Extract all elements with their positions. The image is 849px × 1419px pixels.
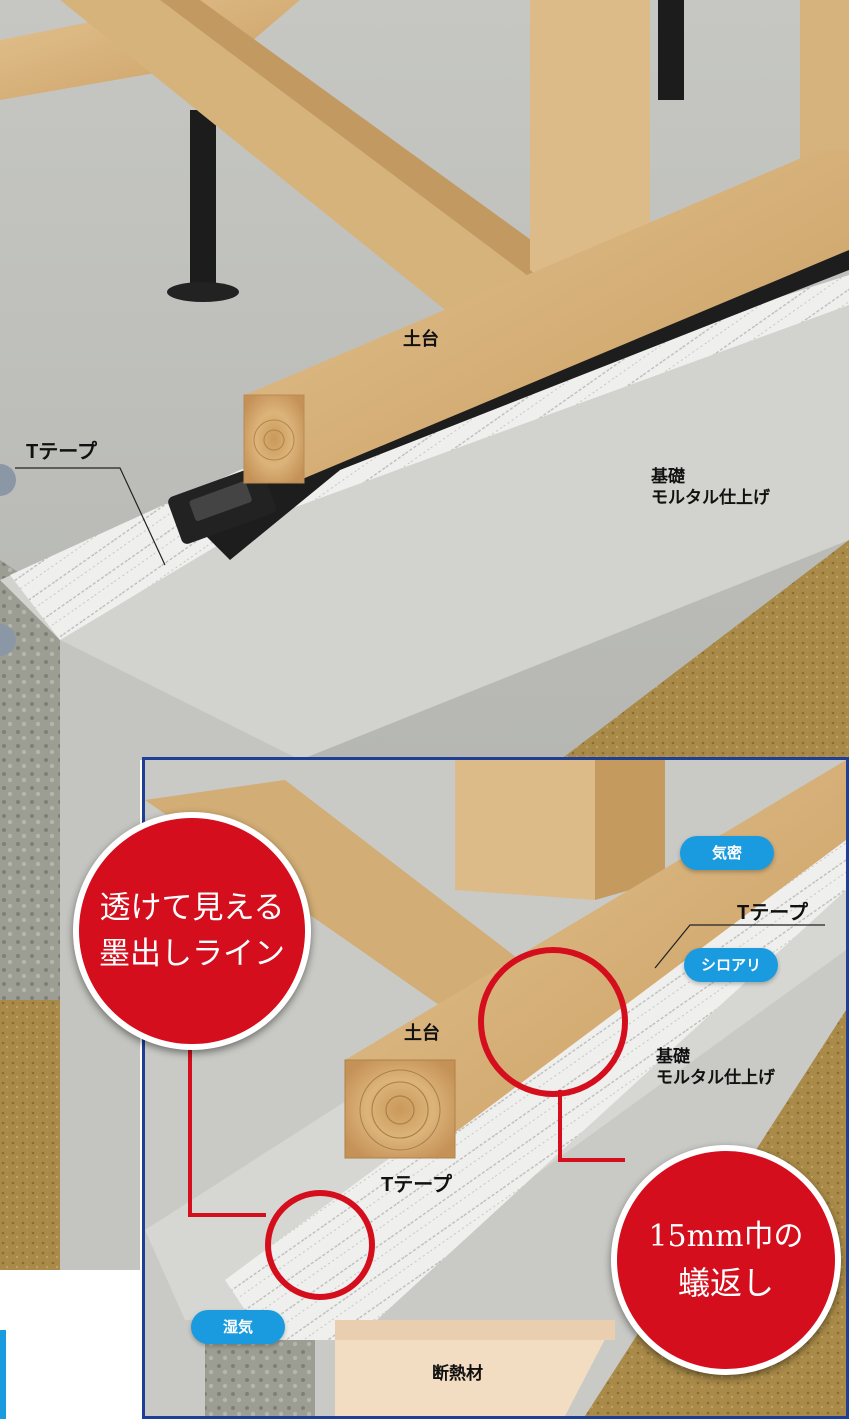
top-label-kiso-1: 基礎: [651, 467, 685, 486]
callout-left-line1: 透けて見える: [99, 890, 285, 926]
inset-label-dannetsu: 断熱材: [432, 1364, 483, 1383]
top-label-dodai: 土台: [403, 329, 439, 349]
inset-label-kiso-2: モルタル仕上げ: [656, 1068, 775, 1087]
callout-arigaeshi: 15mm巾の 蟻返し: [611, 1145, 841, 1375]
inset-label-dodai: 土台: [404, 1023, 440, 1043]
callout-left-line2: 墨出しライン: [99, 936, 285, 972]
callout-right-line1: 15mm巾の: [648, 1219, 804, 1254]
callout-sumidashi-line: 透けて見える 墨出しライン: [73, 812, 311, 1050]
bottom-left-card: [0, 1275, 145, 1419]
badge-shikki: 湿気: [191, 1310, 285, 1344]
badge-shiroari: シロアリ: [684, 948, 778, 982]
callout-right-line2: 蟻返し: [677, 1264, 774, 1302]
top-label-t-tape: Tテープ: [26, 441, 98, 463]
bottom-left-card-accent: [0, 1330, 6, 1419]
inset-label-kiso-1: 基礎: [656, 1047, 690, 1066]
top-label-kiso-2: モルタル仕上げ: [651, 488, 770, 507]
inset-label-t-tape-center: Tテープ: [381, 1174, 453, 1196]
badge-kimitsu: 気密: [680, 836, 774, 870]
inset-label-t-tape-right: Tテープ: [737, 902, 809, 924]
